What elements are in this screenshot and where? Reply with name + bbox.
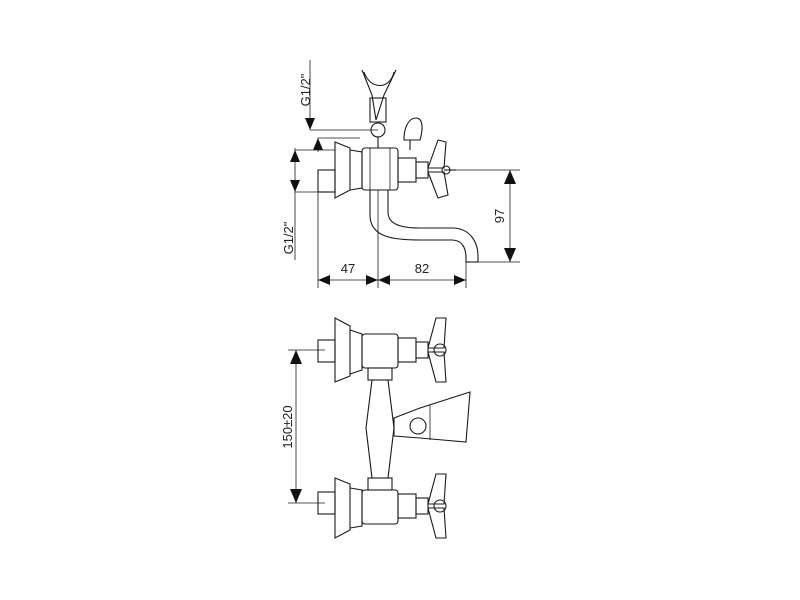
inlet-pipe — [317, 169, 336, 193]
cross-handle-bottom — [427, 473, 447, 505]
mixer-body — [361, 147, 399, 191]
cross-handle — [427, 139, 447, 169]
wall-flange — [334, 141, 351, 199]
dim-depth-left: 47 — [341, 261, 355, 276]
dim-depth-right: 82 — [415, 261, 429, 276]
dim-spout-height: 97 — [492, 209, 507, 223]
dim-inlet-spacing: 150±20 — [280, 405, 295, 448]
front-view — [288, 317, 471, 539]
inlet-top — [317, 339, 336, 363]
diverter-lever — [403, 117, 423, 141]
cross-handle-top — [427, 317, 447, 349]
side-view — [290, 60, 520, 288]
arrow — [305, 118, 315, 130]
center-body — [365, 379, 395, 479]
dim-thread-bottom: G1/2" — [281, 221, 296, 254]
dim-thread-top: G1/2" — [298, 73, 313, 106]
spout-front — [393, 391, 471, 443]
spout — [369, 190, 476, 263]
